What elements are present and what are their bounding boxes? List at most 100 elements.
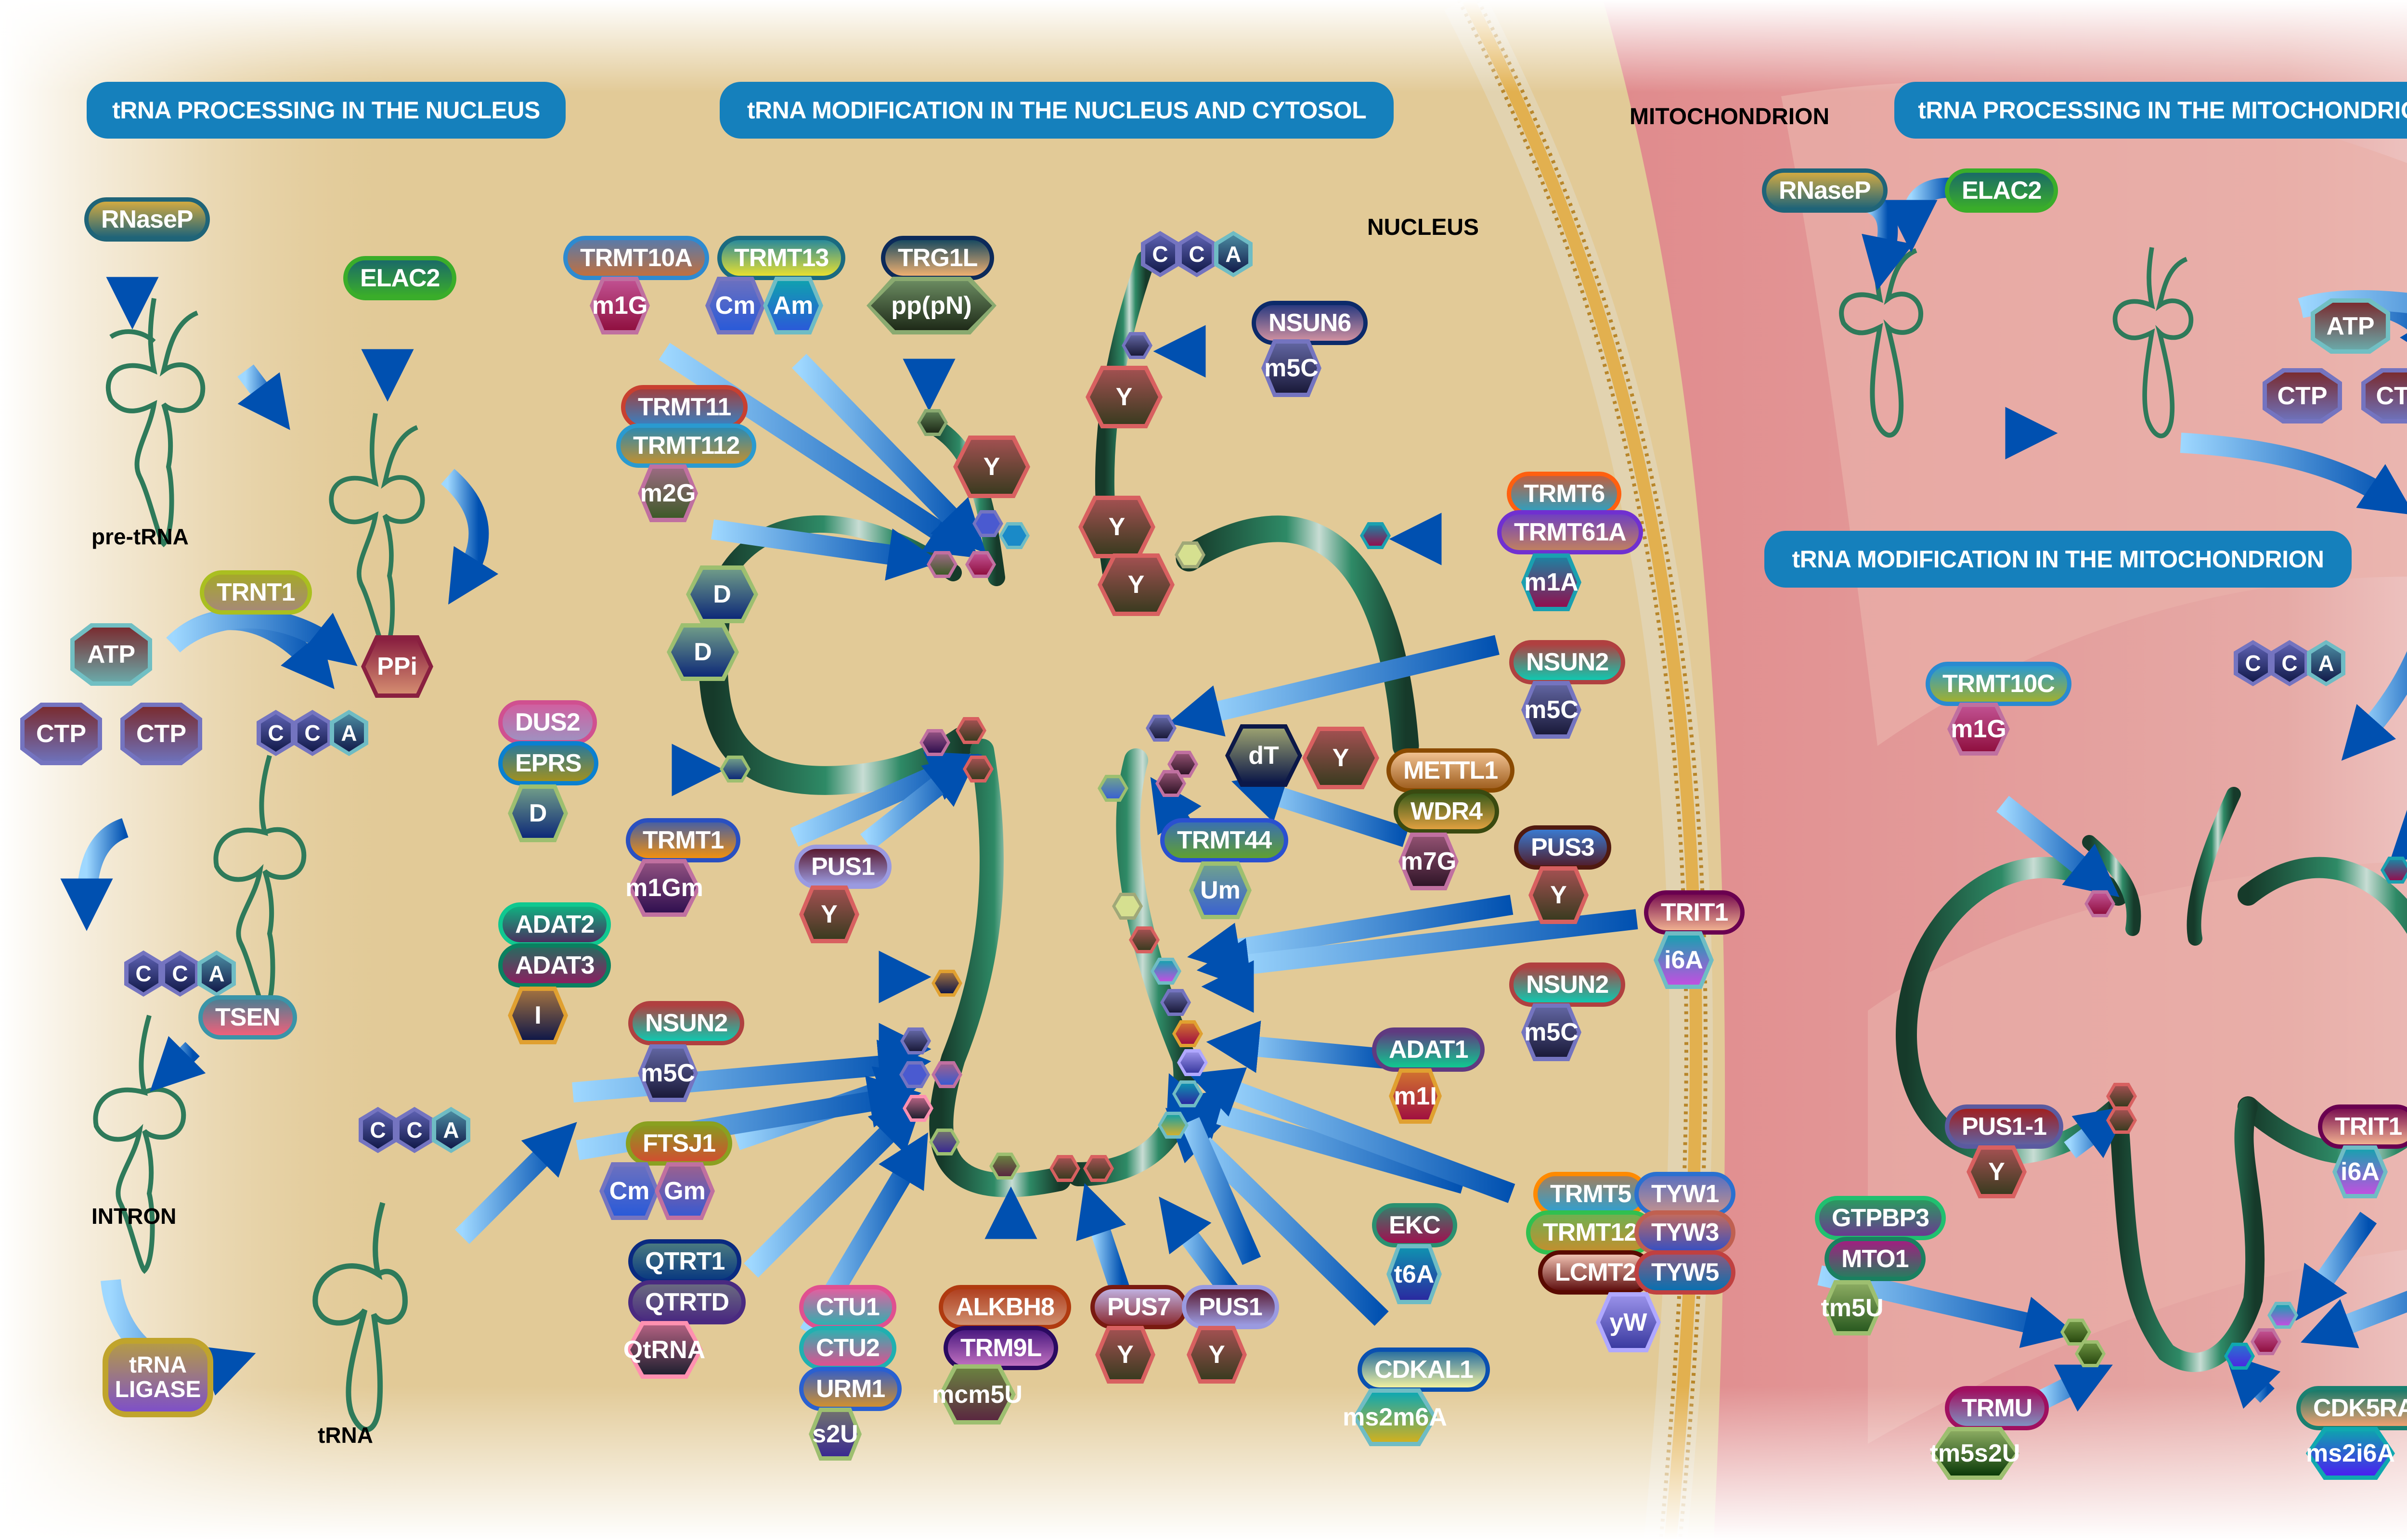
product-cm-2[interactable]: Cm	[599, 1162, 660, 1220]
enzyme-qtrt1[interactable]: QTRT1	[628, 1239, 742, 1283]
enzyme-pus3[interactable]: PUS3	[1514, 825, 1611, 870]
enzyme-tyw5[interactable]: TYW5	[1634, 1250, 1736, 1295]
enzyme-lcmt2[interactable]: LCMT2	[1538, 1250, 1653, 1295]
mito-enzyme-cdk5rap1[interactable]: CDK5RAP1	[2296, 1386, 2407, 1430]
enzyme-trg1l[interactable]: TRG1L	[881, 236, 995, 280]
enzyme-qtrtd[interactable]: QTRTD	[628, 1280, 746, 1324]
enzyme-trm9l[interactable]: TRM9L	[944, 1326, 1059, 1370]
product-y-pus3[interactable]: Y	[1528, 866, 1589, 924]
product-y-pus1[interactable]: Y	[799, 886, 859, 943]
mito-enzyme-trit1[interactable]: TRIT1	[2318, 1104, 2407, 1149]
mito-enzyme-rnasep[interactable]: RNaseP	[1762, 168, 1888, 213]
enzyme-pus7[interactable]: PUS7	[1090, 1285, 1188, 1329]
product-ms2m6a[interactable]: ms2m6A	[1343, 1388, 1447, 1446]
enzyme-cdkal1[interactable]: CDKAL1	[1358, 1348, 1490, 1392]
mito-enzyme-pus1-1[interactable]: PUS1-1	[1945, 1104, 2064, 1149]
mito-enzyme-trmt10c[interactable]: TRMT10C	[1926, 662, 2071, 706]
enzyme-trmt10a[interactable]: TRMT10A	[563, 236, 709, 280]
enzyme-ekc[interactable]: EKC	[1372, 1203, 1457, 1247]
product-yw[interactable]: yW	[1596, 1292, 1661, 1352]
product-d[interactable]: D	[508, 784, 568, 842]
compartment-label-nucleus: NUCLEUS	[1367, 215, 1479, 240]
enzyme-eprs[interactable]: EPRS	[498, 741, 598, 785]
enzyme-wdr4[interactable]: WDR4	[1394, 789, 1500, 834]
enzyme-dus2[interactable]: DUS2	[498, 700, 597, 744]
mito-product-tm5s2u[interactable]: tm5s2U	[1930, 1427, 2020, 1480]
enzyme-nsun2-1[interactable]: NSUN2	[1509, 640, 1626, 684]
site-m5c-4	[900, 1027, 931, 1054]
mito-product-ms2i6a[interactable]: ms2i6A	[2306, 1427, 2395, 1480]
product-y-pus7[interactable]: Y	[1095, 1326, 1155, 1384]
product-y-pus1-2[interactable]: Y	[1187, 1326, 1247, 1384]
product-gm[interactable]: Gm	[655, 1162, 715, 1220]
product-m5c-3[interactable]: m5C	[638, 1044, 698, 1102]
enzyme-pus1-2[interactable]: PUS1	[1182, 1285, 1279, 1329]
enzyme-trmt44[interactable]: TRMT44	[1160, 818, 1289, 862]
enzyme-ctu1[interactable]: CTU1	[799, 1285, 896, 1329]
metabolite-atp[interactable]: ATP	[70, 623, 152, 686]
enzyme-adat3[interactable]: ADAT3	[498, 943, 611, 988]
product-cm[interactable]: Cm	[705, 277, 765, 334]
metabolite-ctp-1[interactable]: CTP	[20, 703, 102, 765]
mito-site-y-b	[2106, 1107, 2137, 1134]
mito-product-tm5u[interactable]: tm5U	[1821, 1280, 1884, 1335]
enzyme-rnasep[interactable]: RNaseP	[84, 197, 210, 242]
product-mcm5u[interactable]: mcm5U	[932, 1364, 1022, 1424]
enzyme-pus1-1[interactable]: PUS1	[794, 845, 892, 889]
product-t6a[interactable]: t6A	[1386, 1244, 1442, 1304]
product-m7g[interactable]: m7G	[1398, 833, 1459, 890]
enzyme-trmt61a[interactable]: TRMT61A	[1497, 510, 1643, 554]
product-m1i[interactable]: m1I	[1389, 1068, 1442, 1124]
enzyme-elac2[interactable]: ELAC2	[343, 256, 457, 300]
enzyme-trit1[interactable]: TRIT1	[1644, 890, 1745, 935]
enzyme-ftsj1[interactable]: FTSJ1	[626, 1121, 733, 1166]
enzyme-nsun6[interactable]: NSUN6	[1252, 301, 1368, 345]
enzyme-trmt5[interactable]: TRMT5	[1533, 1172, 1648, 1216]
enzyme-nsun2-3[interactable]: NSUN2	[1509, 962, 1626, 1007]
product-pppn[interactable]: pp(pN)	[867, 277, 996, 334]
product-m2g[interactable]: m2G	[638, 464, 698, 522]
product-um[interactable]: Um	[1189, 861, 1252, 919]
enzyme-trnt1[interactable]: TRNT1	[200, 570, 312, 615]
product-i[interactable]: I	[508, 987, 568, 1044]
mito-enzyme-gtpbp3[interactable]: GTPBP3	[1815, 1196, 1946, 1240]
mito-product-i6a[interactable]: i6A	[2332, 1145, 2388, 1198]
enzyme-adat1[interactable]: ADAT1	[1372, 1027, 1485, 1072]
metabolite-ctp-2[interactable]: CTP	[120, 703, 202, 765]
product-m5c-4[interactable]: m5C	[1521, 1003, 1581, 1061]
product-m1g[interactable]: m1G	[590, 277, 650, 334]
mito-product-m1g[interactable]: m1G	[1947, 703, 2010, 756]
metabolite-ppi[interactable]: PPi	[361, 635, 433, 698]
enzyme-nsun2-2[interactable]: NSUN2	[628, 1001, 745, 1045]
product-m5c-1[interactable]: m5C	[1261, 339, 1321, 397]
enzyme-tyw1[interactable]: TYW1	[1634, 1172, 1736, 1216]
enzyme-ctu2[interactable]: CTU2	[799, 1326, 896, 1370]
product-am[interactable]: Am	[763, 277, 823, 334]
product-m1a[interactable]: m1A	[1521, 553, 1581, 611]
product-m1gm[interactable]: m1Gm	[625, 859, 703, 917]
enzyme-trna-ligase[interactable]: tRNA LIGASE	[103, 1338, 213, 1417]
mito-metabolite-ctp-2[interactable]: CTP	[2361, 368, 2407, 424]
enzyme-tyw3[interactable]: TYW3	[1634, 1210, 1736, 1255]
mito-metabolite-ctp-1[interactable]: CTP	[2263, 368, 2342, 424]
enzyme-adat2[interactable]: ADAT2	[498, 902, 611, 947]
mito-enzyme-elac2[interactable]: ELAC2	[1945, 168, 2058, 213]
enzyme-trmt6[interactable]: TRMT6	[1507, 472, 1622, 516]
residue-y3: Y	[1078, 496, 1155, 558]
product-i6a[interactable]: i6A	[1654, 931, 1714, 989]
product-m5c-2[interactable]: m5C	[1521, 681, 1581, 739]
enzyme-alkbh8[interactable]: ALKBH8	[939, 1285, 1071, 1329]
mito-enzyme-trmu[interactable]: TRMU	[1945, 1386, 2049, 1430]
mito-enzyme-mto1[interactable]: MTO1	[1825, 1237, 1926, 1281]
product-qtrna[interactable]: QtRNA	[623, 1321, 705, 1379]
enzyme-urm1[interactable]: URM1	[799, 1367, 902, 1411]
mito-metabolite-atp[interactable]: ATP	[2311, 298, 2390, 354]
enzyme-trmt1[interactable]: TRMT1	[626, 818, 741, 862]
enzyme-trmt112[interactable]: TRMT112	[616, 424, 757, 468]
enzyme-mettl1[interactable]: METTL1	[1386, 748, 1515, 793]
product-s2u[interactable]: s2U	[809, 1408, 862, 1461]
enzyme-trmt11[interactable]: TRMT11	[621, 385, 748, 429]
enzyme-trmt13[interactable]: TRMT13	[717, 236, 846, 280]
enzyme-tsen[interactable]: TSEN	[198, 995, 297, 1040]
mito-product-y[interactable]: Y	[1967, 1145, 2027, 1198]
